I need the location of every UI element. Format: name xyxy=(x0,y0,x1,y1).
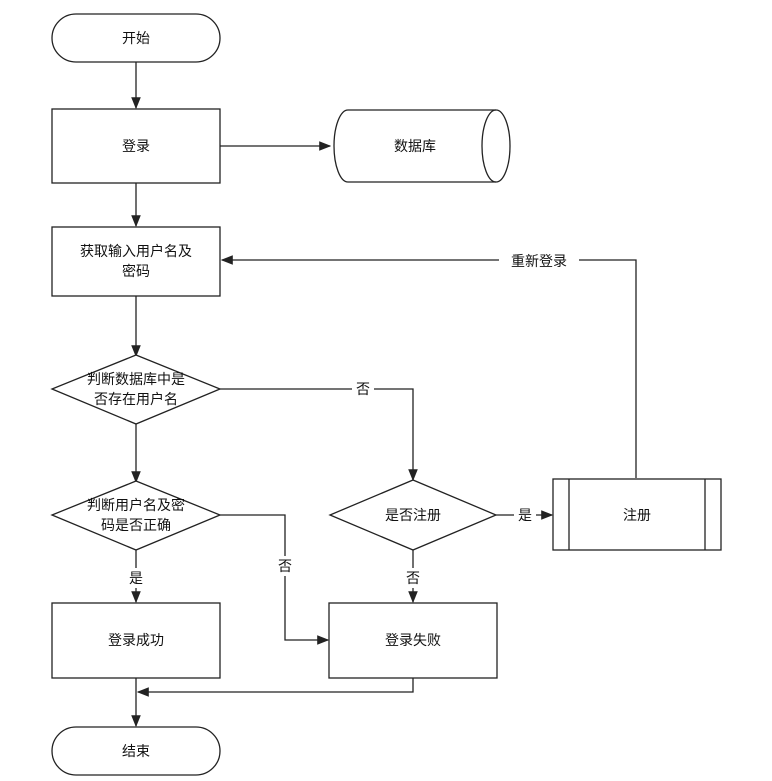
svg-text:否: 否 xyxy=(278,559,292,575)
login-success-process: 登录成功 xyxy=(51,602,221,679)
edge-re-login xyxy=(220,255,637,478)
register-subprocess: 注册 xyxy=(552,478,722,551)
check-user-label-line1: 判断数据库中是 xyxy=(87,372,185,388)
wrong-password-edge-label: 否 xyxy=(274,556,296,576)
check-password-label-line2: 码是否正确 xyxy=(101,518,171,534)
is-register-decision: 是否注册 xyxy=(328,479,498,551)
svg-text:是: 是 xyxy=(129,571,143,587)
is-register-label: 是否注册 xyxy=(385,508,441,524)
edge-check-user-no xyxy=(220,388,418,482)
check-user-label-line2: 否存在用户名 xyxy=(94,391,178,408)
login-process: 登录 xyxy=(51,108,221,184)
start-terminal: 开始 xyxy=(51,13,221,63)
no-register-edge-label: 否 xyxy=(402,568,424,588)
re-login-edge-label: 重新登录 xyxy=(499,250,579,270)
check-user-exists-decision: 判断数据库中是 否存在用户名 xyxy=(50,354,222,425)
svg-text:是: 是 xyxy=(518,508,532,524)
svg-text:重新登录: 重新登录 xyxy=(511,254,567,270)
yes-register-edge-label: 是 xyxy=(514,505,536,525)
no-user-edge-label: 否 xyxy=(352,379,374,399)
database-storage: 数据库 xyxy=(333,109,511,183)
check-password-label-line1: 判断用户名及密 xyxy=(87,497,185,514)
edge-check-password-no xyxy=(220,514,330,645)
edge-fail-to-merge xyxy=(136,678,414,697)
correct-password-edge-label: 是 xyxy=(125,568,147,588)
svg-text:否: 否 xyxy=(406,571,420,587)
database-label: 数据库 xyxy=(394,139,436,155)
end-label: 结束 xyxy=(122,744,150,760)
login-fail-label: 登录失败 xyxy=(385,633,441,649)
check-password-decision: 判断用户名及密 码是否正确 xyxy=(50,480,222,551)
login-fail-process: 登录失败 xyxy=(328,602,498,679)
svg-text:否: 否 xyxy=(356,382,370,398)
login-label: 登录 xyxy=(122,139,150,155)
register-label: 注册 xyxy=(623,508,651,524)
get-input-label-line2: 密码 xyxy=(122,263,150,280)
start-label: 开始 xyxy=(122,31,150,47)
get-input-process: 获取输入用户名及 密码 xyxy=(51,226,221,297)
login-success-label: 登录成功 xyxy=(108,633,164,649)
get-input-label-line1: 获取输入用户名及 xyxy=(80,243,192,260)
end-terminal: 结束 xyxy=(51,726,221,776)
